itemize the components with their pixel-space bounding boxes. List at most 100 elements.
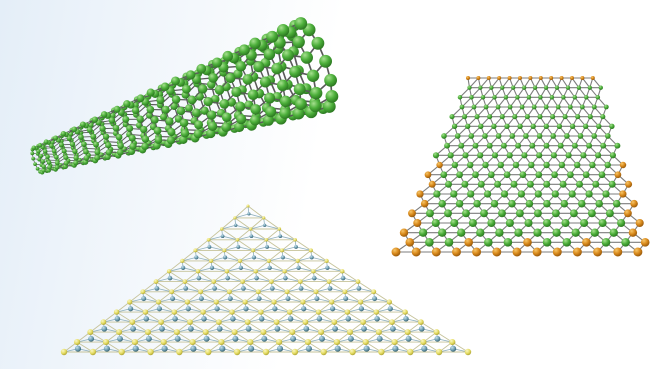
carbon-atom xyxy=(604,161,611,169)
bond xyxy=(282,256,299,262)
bond xyxy=(210,260,228,272)
bond xyxy=(242,287,259,293)
bond xyxy=(436,331,453,343)
chalcogen-atom xyxy=(266,258,272,264)
carbon-atom xyxy=(196,63,207,74)
bond xyxy=(312,267,328,272)
carbon-atom xyxy=(461,180,469,188)
carbon-atom xyxy=(146,111,153,119)
carbon-atom xyxy=(171,95,181,104)
bond xyxy=(197,267,213,272)
bond xyxy=(281,246,297,251)
metal-atom xyxy=(343,296,349,302)
bond xyxy=(208,246,225,251)
metal-atom xyxy=(172,316,178,322)
chalcogen-atom xyxy=(176,348,183,356)
carbon-atom xyxy=(543,180,551,188)
bond xyxy=(276,321,293,333)
bond xyxy=(195,256,212,262)
chalcogen-atom xyxy=(102,339,110,346)
carbon-atom xyxy=(234,121,245,133)
bond xyxy=(404,311,422,323)
chalcogen-atom xyxy=(205,348,212,356)
bond xyxy=(213,281,230,293)
carbon-atom xyxy=(438,228,447,237)
edge-atom xyxy=(613,247,623,257)
carbon-atom xyxy=(495,104,501,110)
bond xyxy=(311,256,328,262)
metal-atom xyxy=(332,325,338,332)
carbon-atom xyxy=(187,95,197,105)
chalcogen-atom xyxy=(293,237,297,242)
carbon-atom xyxy=(524,218,533,228)
edge-atom xyxy=(590,76,595,80)
carbon-atom xyxy=(503,171,511,179)
carbon-atom xyxy=(536,152,543,159)
metal-atom xyxy=(256,296,262,302)
carbon-atom xyxy=(238,44,250,56)
bond xyxy=(375,311,393,323)
carbon-atom xyxy=(473,199,481,208)
edge-atom xyxy=(428,180,436,188)
carbon-atom xyxy=(451,161,459,169)
metal-atom xyxy=(225,275,230,281)
bond xyxy=(315,281,330,293)
bond xyxy=(269,267,286,272)
edge-atom xyxy=(512,247,522,257)
bond xyxy=(160,321,178,333)
metal-atom xyxy=(376,335,383,342)
chalcogen-atom xyxy=(200,309,206,315)
carbon-atom xyxy=(93,141,99,148)
carbon-atom xyxy=(431,218,440,228)
chalcogen-atom xyxy=(142,309,149,315)
carbon-atom xyxy=(150,116,159,124)
bond xyxy=(144,311,162,323)
carbon-atom xyxy=(517,123,523,129)
carbon-atom xyxy=(131,106,140,115)
carbon-atom xyxy=(40,159,45,164)
chalcogen-atom xyxy=(100,319,107,325)
carbon-atom xyxy=(116,148,124,156)
chalcogen-atom xyxy=(118,348,125,356)
bond xyxy=(184,270,199,283)
chalcogen-atom xyxy=(284,289,290,295)
chalcogen-atom xyxy=(211,279,217,284)
carbon-atom xyxy=(600,114,606,120)
carbon-atom xyxy=(477,152,484,159)
metal-atom xyxy=(298,286,304,291)
carbon-atom xyxy=(94,154,101,161)
carbon-atom xyxy=(123,100,131,108)
metal-atom xyxy=(345,316,352,322)
metal-atom xyxy=(276,345,284,352)
carbon-atom xyxy=(621,237,630,247)
bond xyxy=(342,277,359,283)
carbon-atom xyxy=(38,153,44,159)
carbon-atom xyxy=(598,171,606,179)
edge-atom xyxy=(420,199,429,208)
carbon-atom xyxy=(609,152,616,159)
carbon-atom xyxy=(515,209,524,218)
chalcogen-atom xyxy=(226,289,232,295)
bond xyxy=(226,267,242,272)
carbon-atom xyxy=(483,104,489,110)
bond xyxy=(116,301,131,313)
chalcogen-atom xyxy=(418,319,424,325)
metal-atom xyxy=(233,223,238,228)
carbon-atom xyxy=(117,142,124,150)
metal-atom xyxy=(207,244,212,249)
edge-atom xyxy=(399,228,409,237)
bond xyxy=(253,256,270,262)
carbon-atom xyxy=(483,190,492,198)
chalcogen-atom xyxy=(260,329,267,336)
carbon-atom xyxy=(476,228,485,237)
carbon-atom xyxy=(456,171,463,179)
edge-atom xyxy=(628,228,638,237)
bond xyxy=(357,281,375,293)
chalcogen-atom xyxy=(158,319,164,325)
metal-atom xyxy=(161,345,168,352)
carbon-atom xyxy=(128,134,136,142)
metal-atom xyxy=(325,265,330,270)
chalcogen-atom xyxy=(435,348,443,356)
edge-atom xyxy=(416,190,424,198)
carbon-atom xyxy=(102,133,110,140)
